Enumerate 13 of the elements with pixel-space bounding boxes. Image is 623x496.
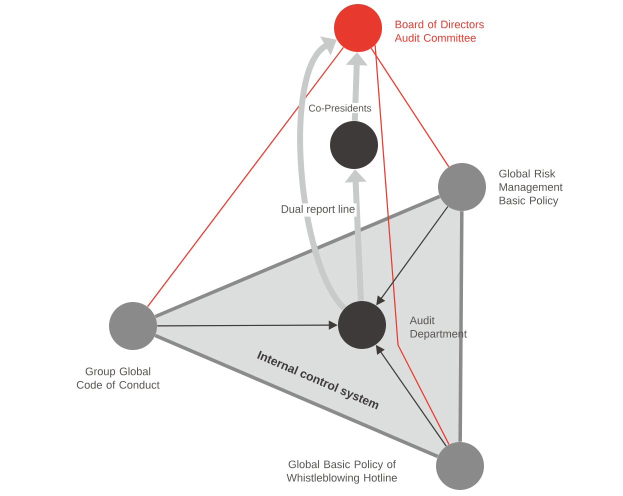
node-label: Global Basic Policy of Whistleblowing Hotline [286,460,397,484]
circle-node [436,442,484,490]
edge-label: Dual report line [279,203,357,217]
circle-node [438,162,486,211]
node-label: Co-Presidents [306,102,374,114]
circle-node [338,300,386,349]
circle-node [330,120,378,169]
node-label: Global Risk Management Basic Policy [499,169,563,207]
circle-node [334,4,382,52]
circle-node [109,302,157,350]
node-label: Board of Directors Audit Committee [394,20,484,42]
node-label: Group Global Code of Conduct [76,367,160,389]
arrow [297,36,347,310]
